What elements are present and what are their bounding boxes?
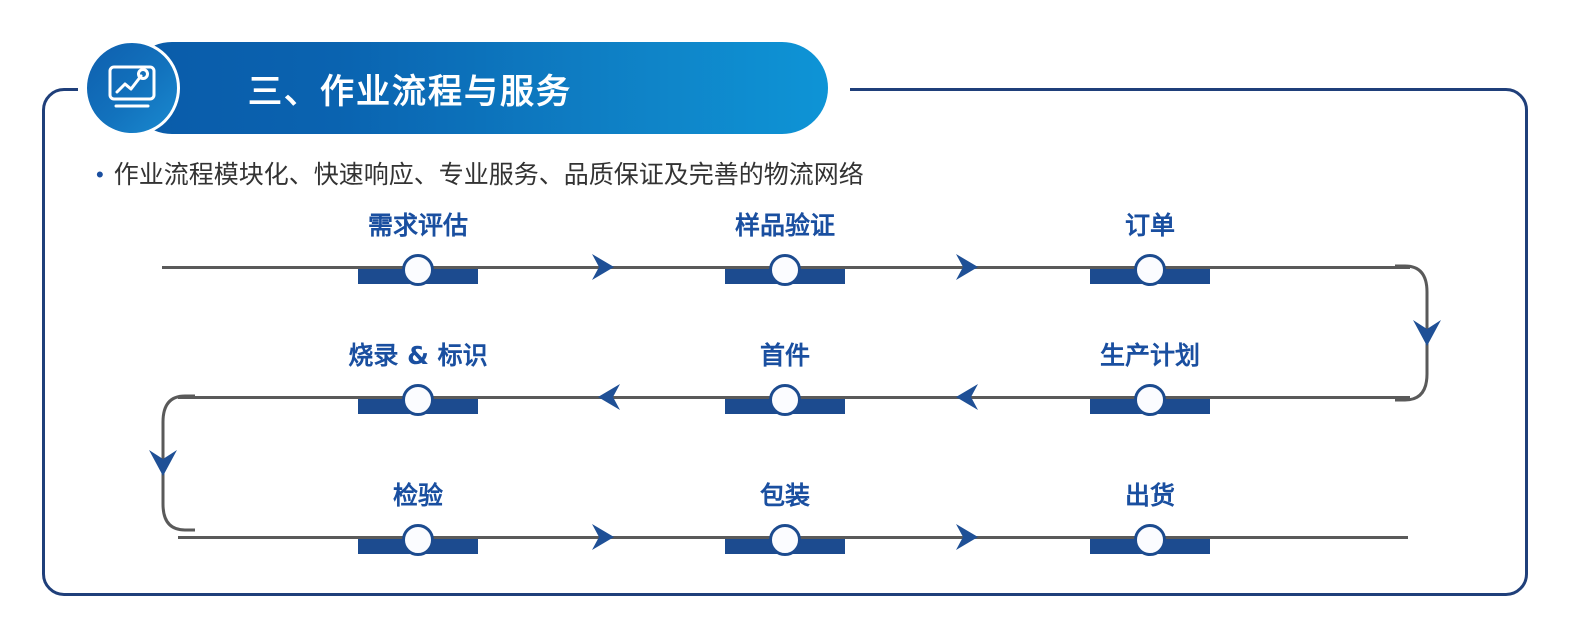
flow-node-first-article[interactable]: 首件 (725, 340, 845, 460)
flow-row-2: 烧录 & 标识 首件 生产计划 (0, 340, 1590, 460)
arrow-left-icon (950, 380, 984, 414)
flow-node-dot (402, 384, 434, 416)
flow-node-dot (1134, 524, 1166, 556)
flow-node-dot (769, 254, 801, 286)
section-header-pill: 三、作业流程与服务 (126, 42, 828, 134)
arrow-right-icon (950, 520, 984, 554)
flow-row-3: 检验 包装 出货 (0, 480, 1590, 600)
flow-node-label: 生产计划 (1099, 341, 1201, 370)
flow-node-label: 需求评估 (367, 211, 469, 240)
flow-node-label: 订单 (1124, 211, 1176, 240)
flow-node-shipment[interactable]: 出货 (1090, 480, 1210, 600)
flow-node-sample-verification[interactable]: 样品验证 (725, 210, 845, 330)
connector-right-down (1395, 258, 1445, 408)
bullet-line: • 作业流程模块化、快速响应、专业服务、品质保证及完善的物流网络 (96, 158, 864, 192)
flow-node-production-plan[interactable]: 生产计划 (1090, 340, 1210, 460)
flow-node-packaging[interactable]: 包装 (725, 480, 845, 600)
flow-node-label: 样品验证 (734, 211, 836, 240)
flow-node-dot (402, 524, 434, 556)
connector-left-down (145, 388, 195, 538)
arrow-left-icon (592, 380, 626, 414)
flow-node-order[interactable]: 订单 (1090, 210, 1210, 330)
page-title: 三、作业流程与服务 (248, 71, 572, 112)
flow-node-needs-assessment[interactable]: 需求评估 (358, 210, 478, 330)
flow-node-label: 首件 (759, 341, 811, 370)
flow-node-dot (769, 524, 801, 556)
flow-node-label: 烧录 & 标识 (348, 341, 488, 370)
flow-node-dot (1134, 254, 1166, 286)
flow-node-label: 包装 (759, 481, 811, 510)
flow-node-dot (1134, 384, 1166, 416)
bullet-text: 作业流程模块化、快速响应、专业服务、品质保证及完善的物流网络 (113, 160, 864, 189)
arrow-right-icon (586, 520, 620, 554)
monitor-trend-chart-icon (84, 40, 180, 136)
bullet-marker-icon: • (96, 162, 104, 187)
flow-node-inspection[interactable]: 检验 (358, 480, 478, 600)
flow-node-label: 检验 (392, 481, 444, 510)
flow-node-programming-marking[interactable]: 烧录 & 标识 (348, 340, 488, 460)
flow-node-dot (769, 384, 801, 416)
flow-row-1: 需求评估 样品验证 订单 (0, 210, 1590, 330)
flow-node-label: 出货 (1124, 481, 1176, 510)
arrow-right-icon (586, 250, 620, 284)
flow-node-dot (402, 254, 434, 286)
arrow-right-icon (950, 250, 984, 284)
